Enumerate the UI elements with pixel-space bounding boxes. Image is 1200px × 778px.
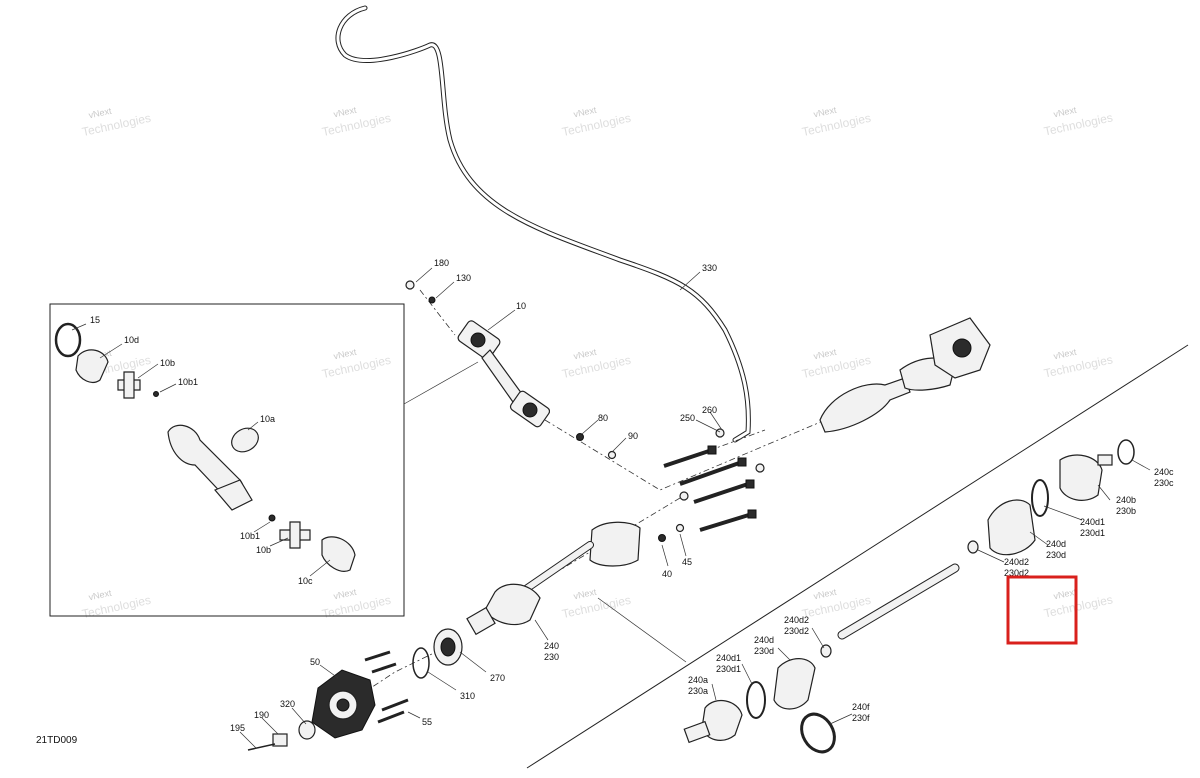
label-10b1-bot: 10b1 (240, 531, 260, 541)
label-320: 320 (280, 699, 295, 709)
label-15: 15 (90, 315, 100, 325)
svg-text:vNext: vNext (813, 347, 838, 362)
label-10b1-top: 10b1 (178, 377, 198, 387)
label-90: 90 (628, 431, 638, 441)
part-labels: 180 130 330 10 15 10d 10b 10b1 10a 10b1 … (90, 258, 1174, 733)
label-230d1-left: 230d1 (716, 664, 741, 674)
label-240c: 240c (1154, 467, 1174, 477)
leader-lines (71, 267, 1151, 749)
label-45: 45 (682, 557, 692, 567)
label-190: 190 (254, 710, 269, 720)
label-240f: 240f (852, 702, 870, 712)
bolts-250 (663, 428, 765, 532)
svg-text:vNext: vNext (333, 347, 358, 362)
label-240d-right: 240d (1046, 539, 1066, 549)
label-230d-right: 230d (1046, 550, 1066, 560)
label-80: 80 (598, 413, 608, 423)
svg-text:Technologies: Technologies (561, 353, 632, 381)
label-330: 330 (702, 263, 717, 273)
upper-drive-shaft (819, 317, 991, 433)
label-230f: 230f (852, 713, 870, 723)
label-230b: 230b (1116, 506, 1136, 516)
svg-text:Technologies: Technologies (801, 593, 872, 621)
label-250: 250 (680, 413, 695, 423)
label-310: 310 (460, 691, 475, 701)
label-260: 260 (702, 405, 717, 415)
svg-text:vNext: vNext (88, 588, 113, 603)
inset-box (49, 303, 405, 617)
label-10b-top: 10b (160, 358, 175, 368)
svg-text:Technologies: Technologies (801, 111, 872, 139)
label-230d2-right: 230d2 (1004, 568, 1029, 578)
svg-text:Technologies: Technologies (321, 353, 392, 381)
svg-text:Technologies: Technologies (321, 111, 392, 139)
label-50: 50 (310, 657, 320, 667)
label-240: 240 (544, 641, 559, 651)
inset-pointer-line (403, 361, 479, 405)
retaining-ring (412, 647, 430, 679)
label-230c: 230c (1154, 478, 1174, 488)
svg-text:Technologies: Technologies (561, 111, 632, 139)
label-240d1-left: 240d1 (716, 653, 741, 663)
label-55: 55 (422, 717, 432, 727)
cotter-pin (247, 743, 276, 751)
svg-text:vNext: vNext (573, 105, 598, 120)
svg-text:vNext: vNext (813, 587, 838, 602)
label-10d: 10d (124, 335, 139, 345)
label-10b-bot: 10b (256, 545, 271, 555)
label-240d2-left: 240d2 (784, 615, 809, 625)
label-10: 10 (516, 301, 526, 311)
svg-text:vNext: vNext (813, 105, 838, 120)
svg-text:vNext: vNext (573, 587, 598, 602)
label-40: 40 (662, 569, 672, 579)
label-230a: 230a (688, 686, 708, 696)
hub-nut (272, 733, 288, 747)
label-230d-left: 230d (754, 646, 774, 656)
label-195: 195 (230, 723, 245, 733)
label-230: 230 (544, 652, 559, 662)
svg-text:vNext: vNext (333, 105, 358, 120)
diagram-code: 21TD009 (36, 735, 78, 746)
lower-drive-shaft (466, 521, 685, 636)
cv-inset-pointer-line (597, 597, 687, 663)
propeller-shaft (457, 320, 551, 428)
label-240d-left: 240d (754, 635, 774, 645)
svg-text:vNext: vNext (88, 106, 113, 121)
label-240d2-right: 240d2 (1004, 557, 1029, 567)
vent-hose (335, 5, 751, 443)
label-240d1-right: 240d1 (1080, 517, 1105, 527)
inset-parts (54, 322, 356, 572)
svg-text:Technologies: Technologies (801, 353, 872, 381)
label-10a: 10a (260, 414, 275, 424)
washer (298, 720, 316, 740)
svg-text:Technologies: Technologies (321, 593, 392, 621)
label-230d2-left: 230d2 (784, 626, 809, 636)
svg-text:vNext: vNext (1053, 105, 1078, 120)
label-10c: 10c (298, 576, 313, 586)
label-240a: 240a (688, 675, 708, 685)
svg-text:vNext: vNext (573, 347, 598, 362)
cv-kit-parts (683, 439, 1135, 754)
cv-inset-border (526, 344, 1189, 769)
label-130: 130 (456, 273, 471, 283)
svg-text:vNext: vNext (1053, 347, 1078, 362)
label-270: 270 (490, 673, 505, 683)
label-180: 180 (434, 258, 449, 268)
label-230d1-right: 230d1 (1080, 528, 1105, 538)
label-240b: 240b (1116, 495, 1136, 505)
svg-text:vNext: vNext (333, 587, 358, 602)
svg-text:vNext: vNext (1053, 587, 1078, 602)
highlight-box (1006, 575, 1078, 645)
svg-text:Technologies: Technologies (561, 593, 632, 621)
wheel-hub (311, 650, 409, 739)
